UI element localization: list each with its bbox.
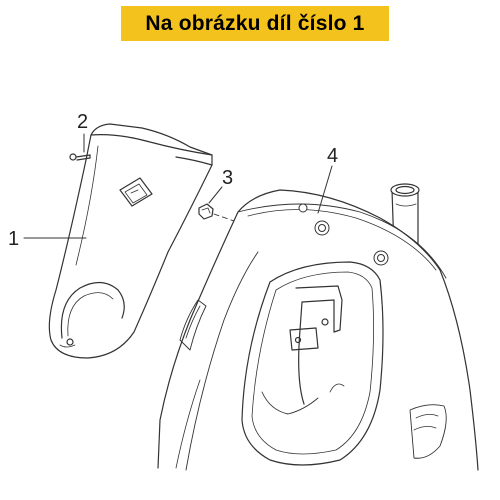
part-highlight-banner: Na obrázku díl číslo 1	[121, 6, 389, 41]
part-1-cover-panel[interactable]	[48, 123, 213, 359]
callout-2: 2	[77, 111, 88, 133]
callout-4: 4	[327, 145, 338, 167]
callout-1: 1	[8, 228, 19, 250]
callout-3: 3	[222, 167, 233, 189]
banner-text: Na obrázku díl číslo 1	[145, 11, 365, 35]
leader-lines	[23, 165, 333, 239]
part-2-screw[interactable]	[69, 133, 91, 161]
part-4-front-shield[interactable]	[157, 183, 479, 471]
